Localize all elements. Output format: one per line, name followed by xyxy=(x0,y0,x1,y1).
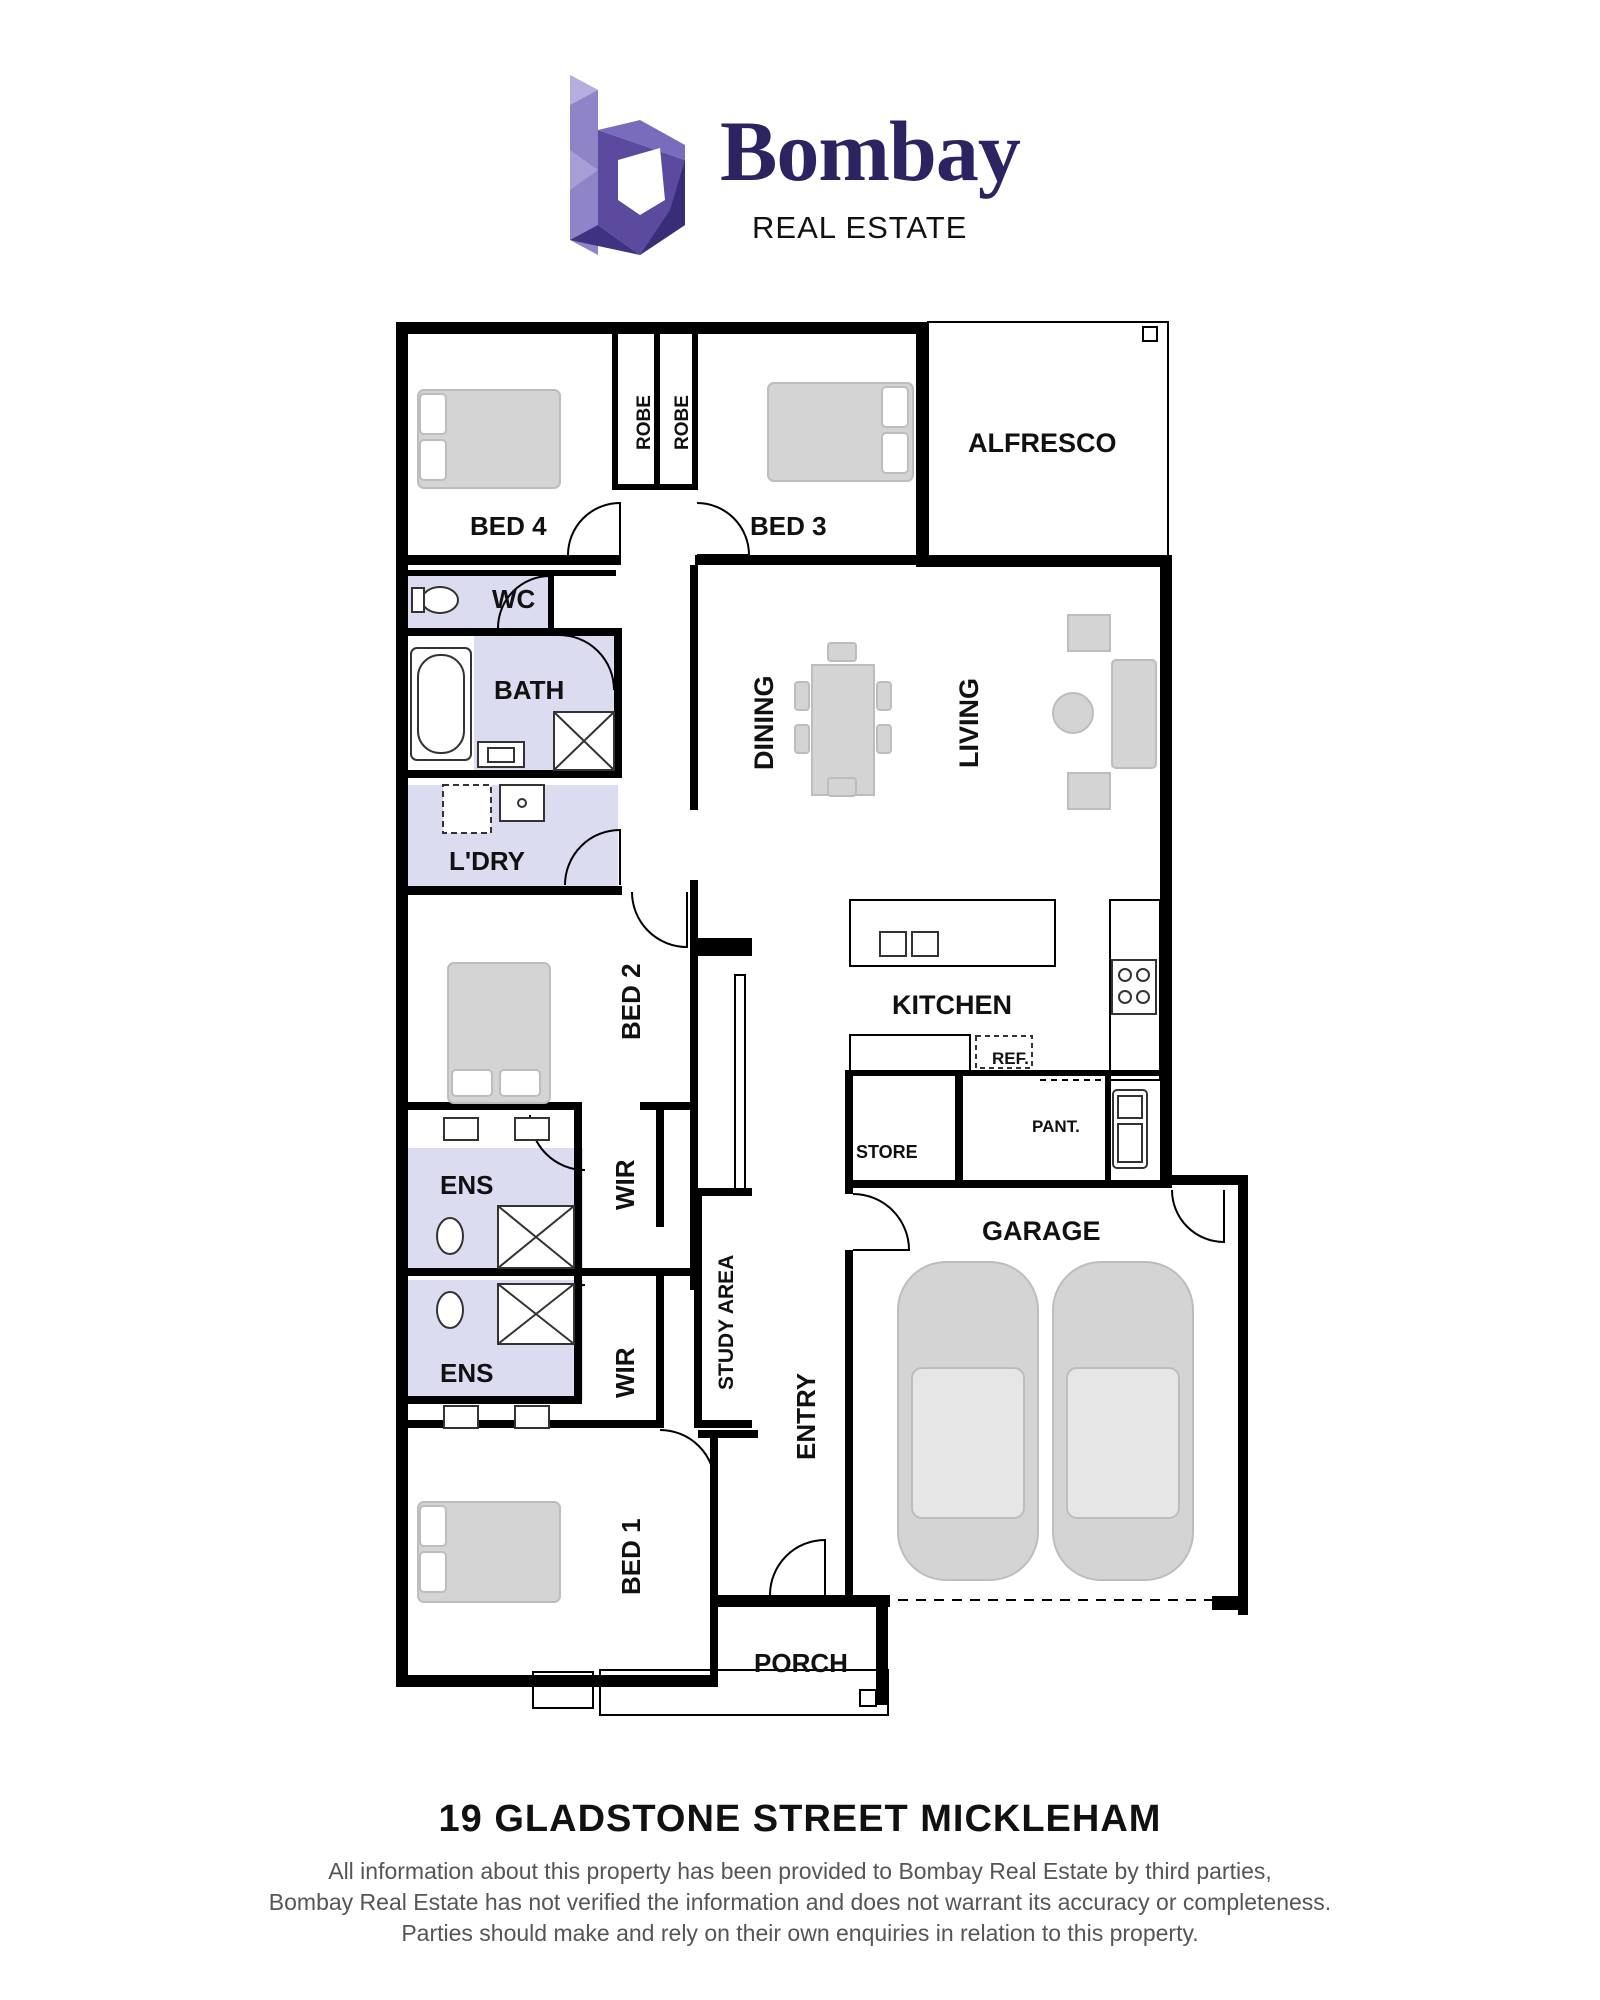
room-label-ref: REF. xyxy=(992,1049,1029,1068)
car-icon xyxy=(897,1261,1039,1581)
room-label-living: LIVING xyxy=(954,678,984,768)
room-label-wir2: WIR xyxy=(610,1347,640,1398)
laundry-tub-icon xyxy=(499,784,545,822)
room-label-pantry: PANT. xyxy=(1032,1117,1080,1136)
room-label-bed1: BED 1 xyxy=(616,1518,646,1595)
room-label-entry: ENTRY xyxy=(791,1373,821,1460)
room-label-bed3: BED 3 xyxy=(750,511,827,541)
brand-subtitle: REAL ESTATE xyxy=(752,210,968,245)
shower-icon xyxy=(497,1283,575,1345)
basin-icon xyxy=(477,741,525,768)
basin-icon xyxy=(443,1405,550,1429)
washing-machine-icon xyxy=(442,784,492,834)
fixtures xyxy=(410,586,1157,1429)
thin-outlines xyxy=(400,321,1169,1716)
brand-name: Bombay xyxy=(720,103,1021,199)
fridge-icon xyxy=(975,1035,1033,1069)
room-label-robe1: ROBE xyxy=(634,395,655,450)
bathtub-icon xyxy=(410,647,472,761)
basin-icon xyxy=(443,1117,550,1141)
room-label-store: STORE xyxy=(856,1142,918,1162)
bed-icon xyxy=(447,962,551,1104)
room-label-wc: WC xyxy=(492,584,536,614)
cooktop-icon xyxy=(1111,959,1157,1015)
room-label-bed2: BED 2 xyxy=(616,963,646,1040)
room-label-bath: BATH xyxy=(494,675,564,705)
bombay-logo-icon xyxy=(570,75,685,255)
room-label-ens2: ENS xyxy=(440,1358,493,1388)
furniture xyxy=(417,382,1194,1603)
room-label-dining: DINING xyxy=(749,676,779,771)
room-label-porch: PORCH xyxy=(754,1648,848,1678)
sink-icon xyxy=(1112,1089,1148,1169)
room-label-study: STUDY AREA xyxy=(715,1255,738,1390)
disclaimer-line: All information about this property has … xyxy=(328,1858,1272,1884)
car-icon xyxy=(1052,1261,1194,1581)
toilet-icon xyxy=(436,1217,464,1329)
room-labels: BED 4 ROBE ROBE BED 3 ALFRESCO WC BATH D… xyxy=(440,395,1117,1678)
disclaimer-line: Parties should make and rely on their ow… xyxy=(401,1920,1199,1946)
bed-icon xyxy=(417,389,561,489)
disclaimer: All information about this property has … xyxy=(0,1856,1600,1949)
shower-icon xyxy=(497,1205,575,1269)
shower-icon xyxy=(553,711,615,771)
bed-icon xyxy=(767,382,914,482)
sofa-icon xyxy=(1052,614,1157,810)
room-label-wir1: WIR xyxy=(610,1159,640,1210)
room-label-garage: GARAGE xyxy=(982,1216,1101,1246)
property-address: 19 GLADSTONE STREET MICKLEHAM xyxy=(438,1798,1162,1840)
bed-icon xyxy=(417,1501,561,1603)
room-label-alfresco: ALFRESCO xyxy=(968,428,1117,458)
dining-table-icon xyxy=(794,642,892,797)
room-label-ens1: ENS xyxy=(440,1170,493,1200)
room-label-bed4: BED 4 xyxy=(470,511,547,541)
room-label-kitchen: KITCHEN xyxy=(892,990,1012,1020)
disclaimer-line: Bombay Real Estate has not verified the … xyxy=(268,1889,1332,1915)
toilet-icon xyxy=(411,586,459,614)
sink-icon xyxy=(879,931,939,957)
room-label-robe2: ROBE xyxy=(672,395,693,450)
room-label-laundry: L'DRY xyxy=(449,846,525,876)
